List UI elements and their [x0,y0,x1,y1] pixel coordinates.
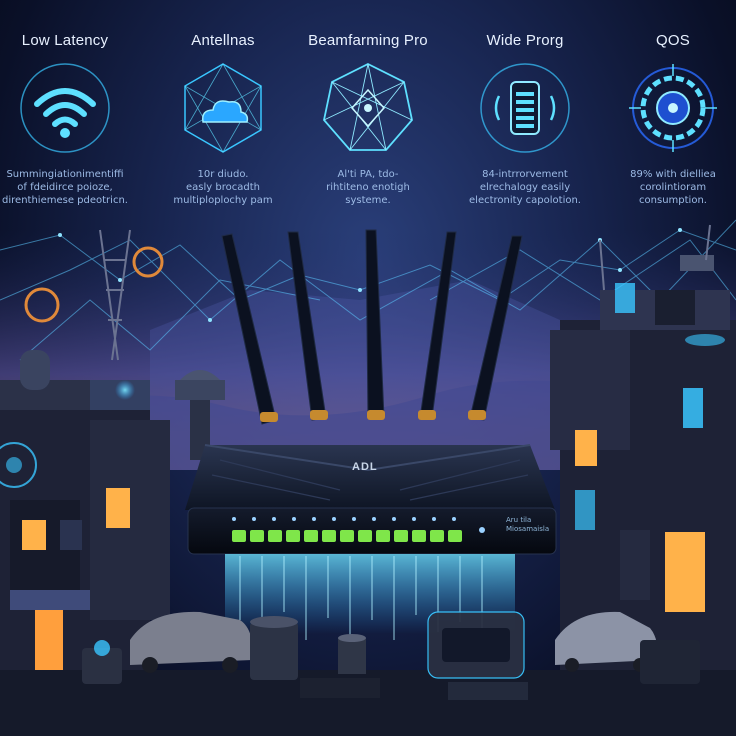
feature-desc: 89% with dielliea corolintioram consumpt… [630,169,716,206]
feature-beamforming: Beamfarming Pro Al'ti PA, tdo- rihtiteno… [293,30,443,207]
router-brand-logo: ADL [352,461,378,473]
feature-desc: 84-intrrorvement elrechalogy easily elec… [469,169,581,206]
signal-device-icon [477,60,573,156]
cloud-network-icon [175,60,271,156]
feature-desc: 10r diudo. easly brocadth multiploplochy… [173,169,273,206]
feature-desc: Summingiationimentiffi of fdeidirce poio… [2,169,128,206]
feature-title: Low Latency [21,32,109,49]
feature-title: Wide Prorg [486,32,564,49]
wifi-icon [17,60,113,156]
feature-title: QOS [656,32,690,49]
feature-title: Beamfarming Pro [308,32,428,49]
feature-antennas: Antellnas 10r diudo. easly brocadth mult… [148,30,298,207]
router-side-label: Aru tila Miosamaisla [506,516,550,533]
feature-low-latency: Low Latency Summingiationimentiffi of fd… [0,30,140,207]
feature-wide-prog: Wide Prorg 84-intrrorvement elrechalogy … [450,30,600,207]
gear-circuit-icon [625,60,721,156]
feature-row: Low Latency Summingiationimentiffi of fd… [0,30,736,230]
feature-desc: Al'ti PA, tdo- rihtiteno enotigh systeme… [326,169,410,206]
network-mesh-icon [320,60,416,156]
feature-qos: QOS 89% with dielliea corolintioram cons… [598,30,736,207]
feature-title: Antellnas [191,32,255,49]
